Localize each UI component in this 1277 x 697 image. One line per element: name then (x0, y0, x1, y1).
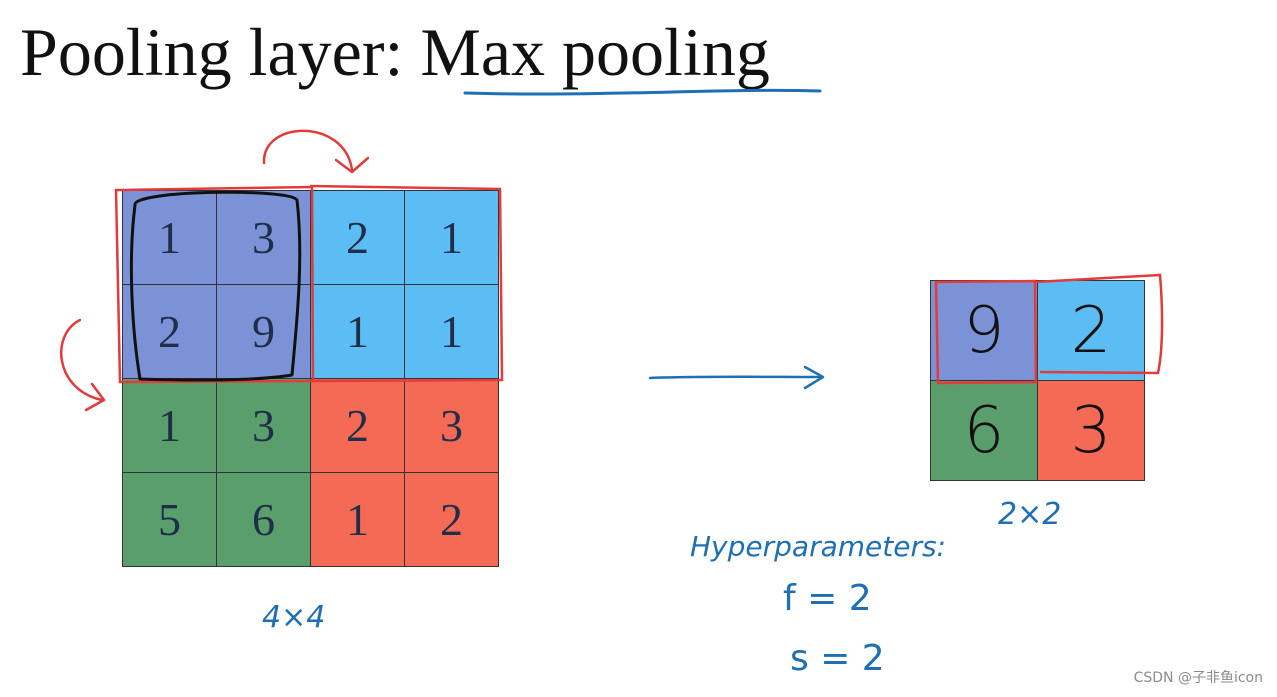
input-cell-r1-c2: 1 (311, 285, 405, 379)
output-cell-r0-c1: 2 (1038, 281, 1145, 381)
output-cell-r1-c1: 3 (1038, 381, 1145, 481)
input-cell-r0-c2: 2 (311, 191, 405, 285)
output-cell-r1-c0: 6 (931, 381, 1038, 481)
watermark: CSDN @子非鱼icon (1133, 670, 1263, 686)
input-cell-r3-c1: 6 (217, 473, 311, 567)
title-emphasis: Max pooling (420, 14, 770, 90)
mapping-arrow (648, 375, 824, 380)
input-cell-r3-c0: 5 (123, 473, 217, 567)
input-cell-r0-c0: 1 (123, 191, 217, 285)
input-grid: 1 3 2 1 2 9 1 1 1 3 2 3 5 6 1 2 (122, 190, 499, 567)
input-cell-r3-c2: 1 (311, 473, 405, 567)
input-cell-r0-c3: 1 (405, 191, 499, 285)
stride-down-arrow (59, 318, 104, 402)
hyperparameters-title: Hyperparameters: (690, 530, 946, 563)
output-cell-r0-c0: 9 (931, 281, 1038, 381)
input-cell-r2-c0: 1 (123, 379, 217, 473)
hyperparameter-f: f = 2 (783, 578, 872, 619)
stride-right-arrow (262, 129, 354, 172)
input-cell-r0-c1: 3 (217, 191, 311, 285)
output-grid-size-label: 2×2 (998, 497, 1062, 532)
input-cell-r1-c1: 9 (217, 285, 311, 379)
input-grid-size-label: 4×4 (262, 600, 326, 635)
mapping-arrowhead (803, 365, 825, 390)
output-grid: 9 2 6 3 (930, 280, 1145, 481)
input-cell-r3-c3: 2 (405, 473, 499, 567)
input-cell-r2-c2: 2 (311, 379, 405, 473)
page-title: Pooling layer: Max pooling (20, 12, 770, 94)
stride-down-arrowhead (84, 382, 106, 412)
input-cell-r2-c3: 3 (405, 379, 499, 473)
stride-right-arrowhead (334, 156, 370, 174)
input-cell-r1-c3: 1 (405, 285, 499, 379)
input-cell-r2-c1: 3 (217, 379, 311, 473)
input-cell-r1-c0: 2 (123, 285, 217, 379)
title-prefix: Pooling layer: (20, 14, 421, 90)
hyperparameter-s: s = 2 (790, 638, 885, 679)
